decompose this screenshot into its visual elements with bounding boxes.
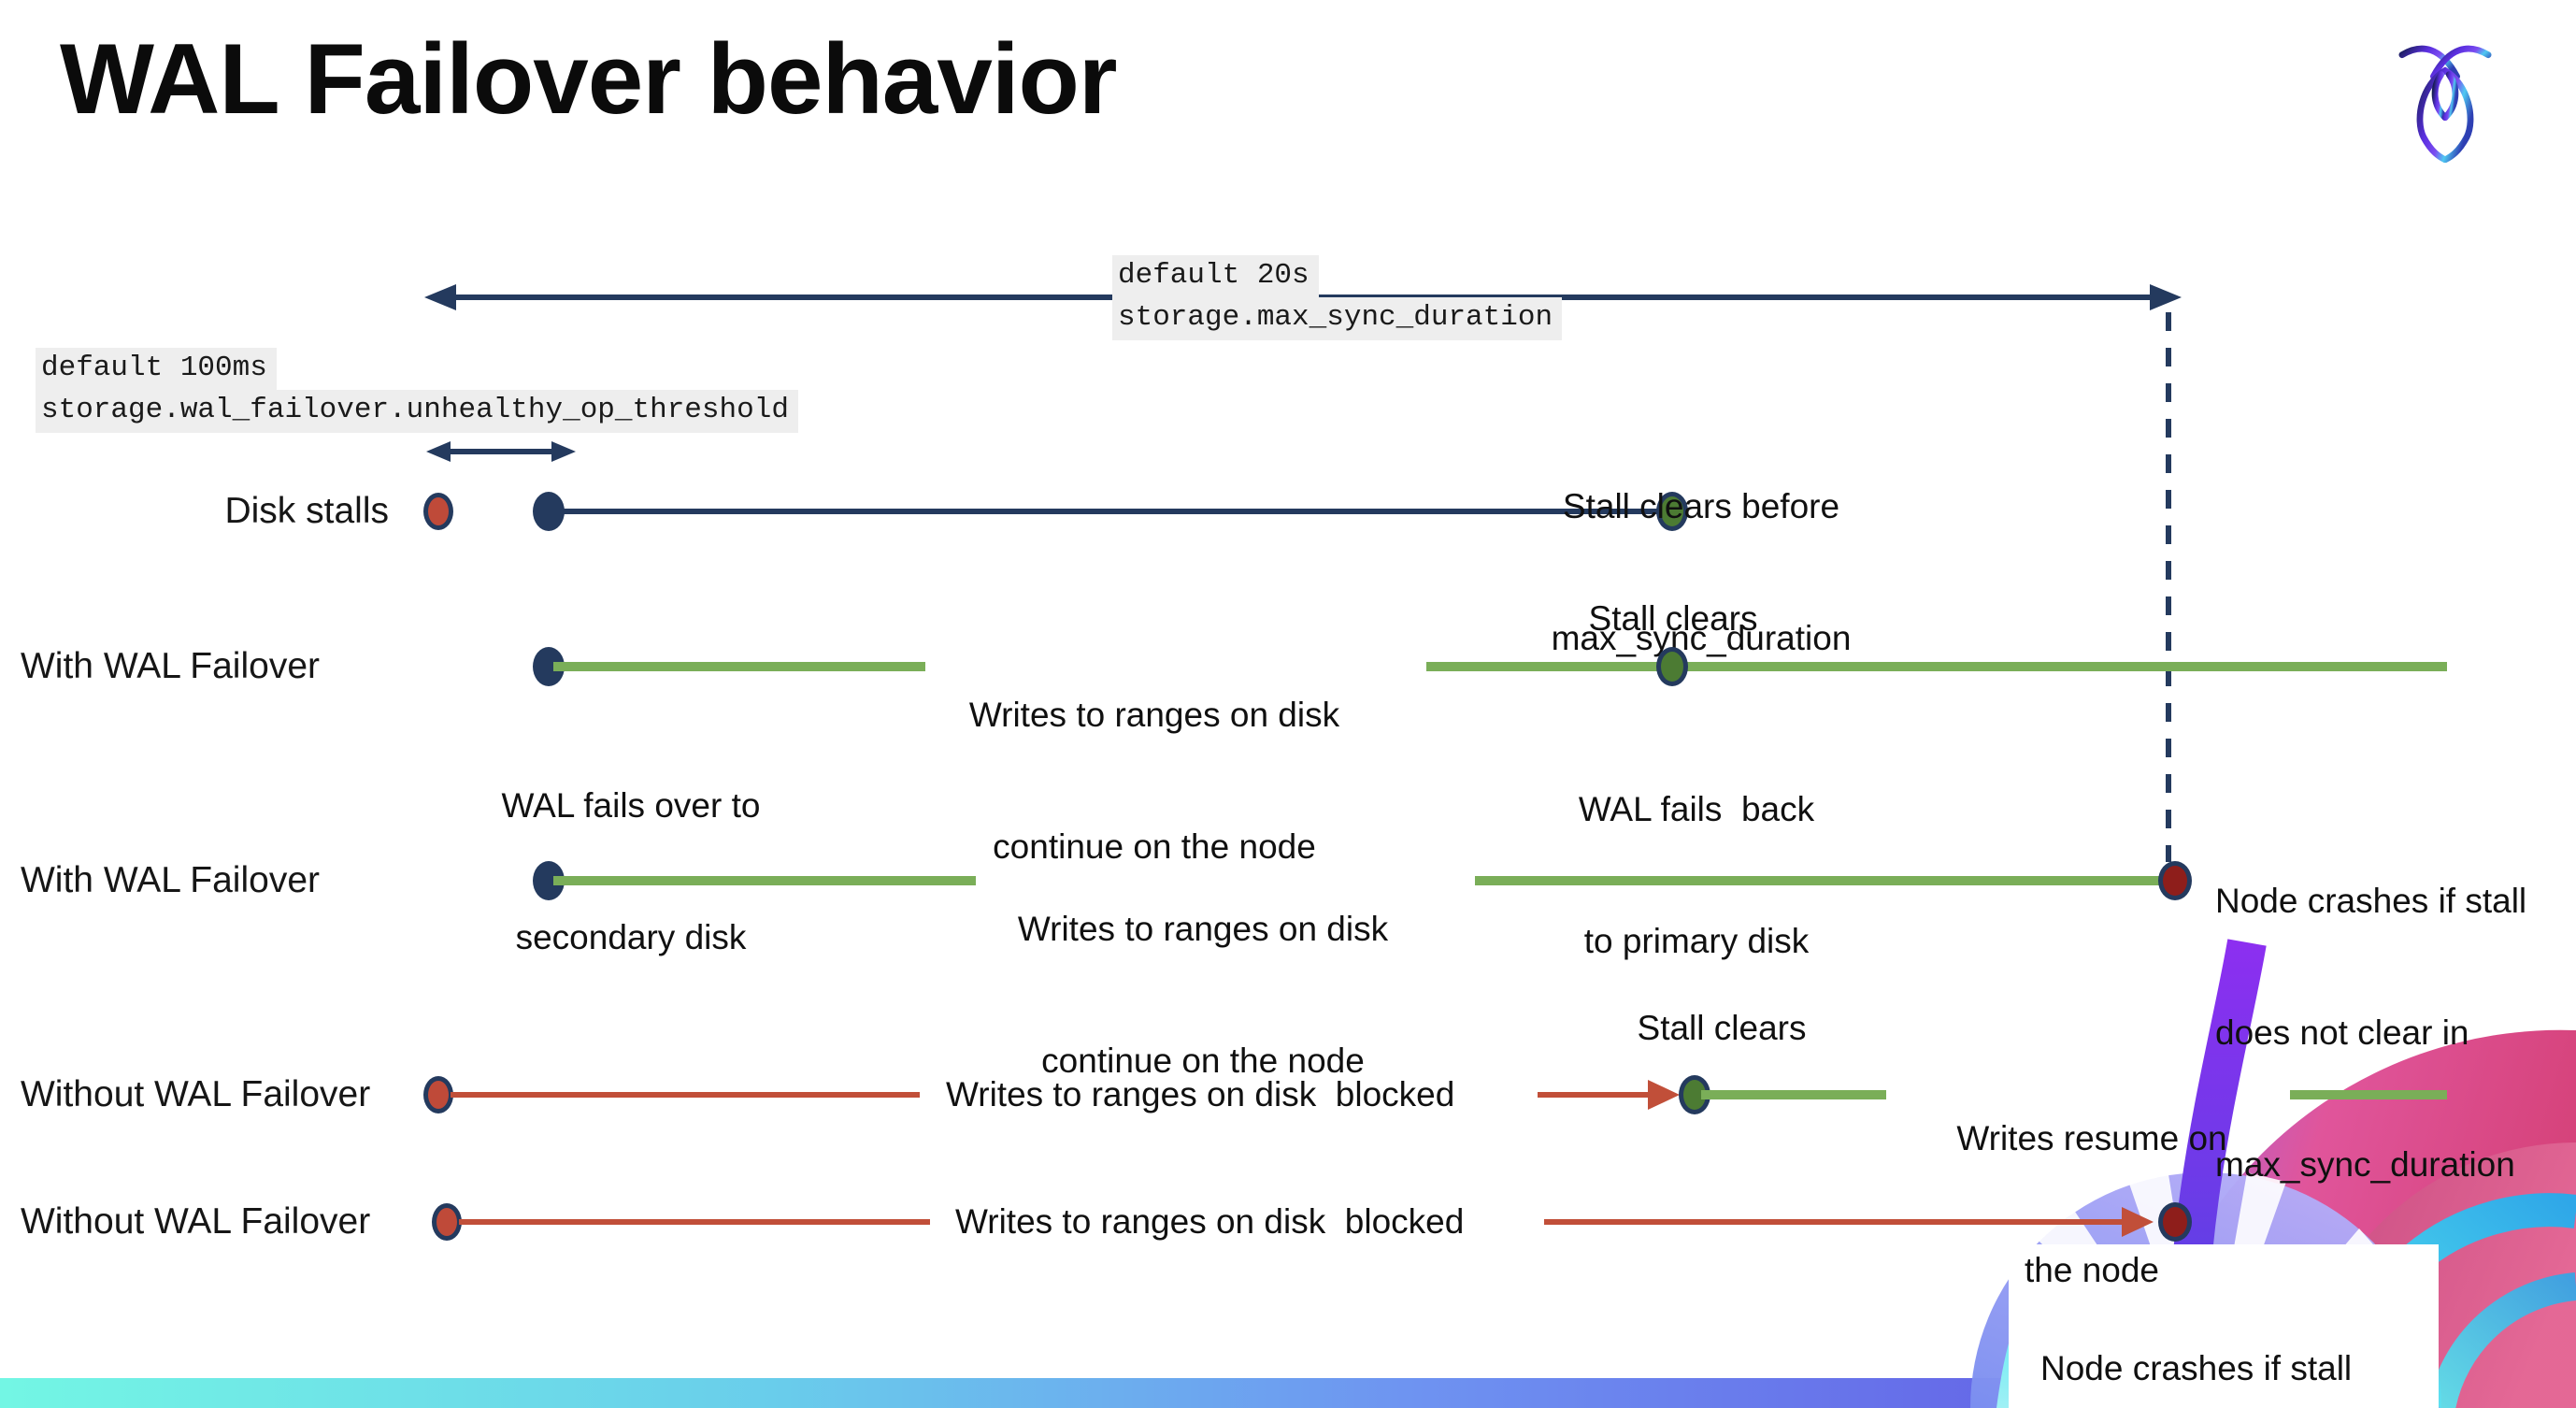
note-writes-blocked-2: Writes to ranges on disk blocked <box>955 1202 1465 1241</box>
threshold-span-line <box>447 449 551 454</box>
stall-start-dot <box>423 1076 453 1113</box>
disk-stall-line <box>553 509 1671 514</box>
writes-continue-line <box>553 662 925 671</box>
writes-resume-line <box>1701 1090 1886 1099</box>
writes-blocked-arrow-line <box>1544 1219 2131 1225</box>
page-title: WAL Failover behavior <box>60 22 1118 135</box>
writes-continue-line <box>1475 876 2164 885</box>
max-sync-setting-label: storage.max_sync_duration <box>1112 297 1563 340</box>
red-arrowhead-icon <box>1648 1080 1680 1110</box>
red-arrowhead-icon <box>2122 1207 2154 1237</box>
stall-start-dot <box>432 1203 462 1241</box>
row-label-without-wal-failover-1: Without WAL Failover <box>21 1074 371 1114</box>
note-writes-blocked-1: Writes to ranges on disk blocked <box>946 1075 1455 1113</box>
node-crash-dot <box>2158 1202 2192 1242</box>
note-node-crashes-bottom: Node crashes if stall does not clear in … <box>2040 1349 2353 1387</box>
stall-clears-dot <box>1656 647 1688 686</box>
note-writes-continue-2: Writes to ranges on disk continue on the… <box>1017 910 1389 1080</box>
note-stall-clears-before: Stall clears before max_sync_duration <box>1551 487 1852 657</box>
writes-blocked-arrow-line <box>1538 1092 1659 1098</box>
max-sync-deadline-dashed-line <box>2166 312 2171 862</box>
row-label-with-wal-failover-1: With WAL Failover <box>21 646 320 686</box>
threshold-dot <box>533 492 565 531</box>
note-wal-fails-back: WAL fails back to primary disk <box>1578 790 1815 960</box>
max-sync-default-label: default 20s <box>1112 255 1319 298</box>
stall-start-dot <box>423 493 453 530</box>
note-writes-continue-1: Writes to ranges on disk continue on the… <box>968 696 1340 866</box>
cockroachdb-logo-icon <box>2398 45 2492 163</box>
writes-blocked-line <box>459 1219 930 1225</box>
threshold-setting-label: storage.wal_failover.unhealthy_op_thresh… <box>36 390 798 433</box>
node-crashes-callout-box <box>2009 1244 2439 1408</box>
arrowhead-right-icon <box>551 441 576 462</box>
arrowhead-left-icon <box>426 441 451 462</box>
stall-clears-dot <box>1656 492 1688 531</box>
arrowhead-right-icon <box>2150 284 2182 310</box>
note-wal-fails-over: WAL fails over to secondary disk <box>501 786 761 956</box>
row-label-disk-stalls: Disk stalls <box>224 491 389 531</box>
writes-continue-line <box>553 876 976 885</box>
threshold-default-label: default 100ms <box>36 348 277 391</box>
writes-blocked-line <box>451 1092 920 1098</box>
note-writes-resume: Writes resume on the node <box>1956 1119 2227 1289</box>
row-label-with-wal-failover-2: With WAL Failover <box>21 860 320 900</box>
arrowhead-left-icon <box>424 284 456 310</box>
note-stall-clears-1: Stall clears <box>1588 599 1758 638</box>
writes-continue-line <box>1426 662 2447 671</box>
note-stall-clears-2: Stall clears <box>1637 1009 1807 1047</box>
row-label-without-wal-failover-2: Without WAL Failover <box>21 1201 371 1242</box>
note-node-crashes-right: Node crashes if stall does not clear in … <box>2215 882 2527 1184</box>
writes-resume-line <box>2290 1090 2447 1099</box>
node-crash-dot <box>2158 861 2192 900</box>
